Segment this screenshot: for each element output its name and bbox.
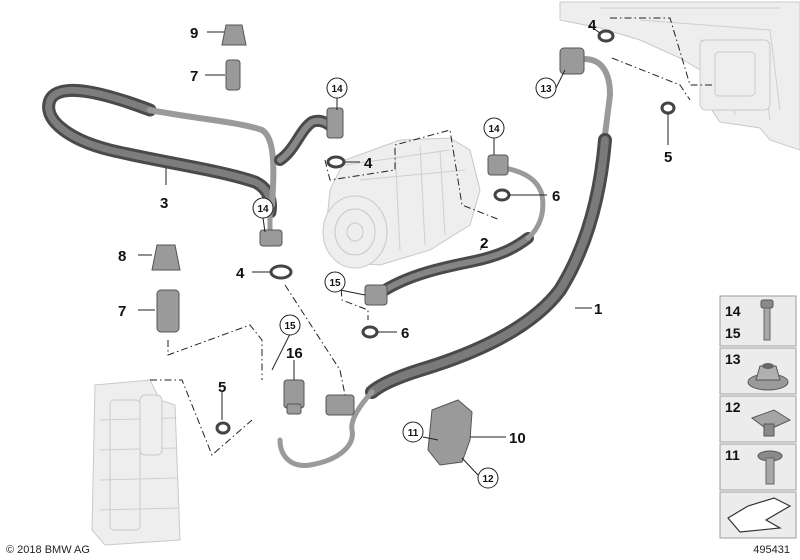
svg-text:12: 12 [482, 474, 494, 485]
callout-6-lower: 6 [401, 325, 409, 342]
hose-3 [42, 83, 344, 247]
callout-14-left: 14 [252, 197, 274, 219]
legend-label-11: 11 [725, 447, 740, 463]
callout-1: 1 [594, 301, 602, 318]
svg-text:15: 15 [284, 321, 296, 332]
callout-14-top: 14 [326, 77, 348, 99]
hose-1 [277, 47, 613, 468]
svg-text:14: 14 [488, 124, 500, 135]
callout-13: 13 [535, 77, 557, 99]
callout-4-lower: 4 [236, 265, 245, 282]
clip-nut-icon [750, 409, 792, 437]
callout-15-lower: 15 [279, 314, 301, 336]
callout-5-left: 5 [218, 379, 226, 396]
svg-text:14: 14 [331, 84, 343, 95]
cap-9 [221, 24, 247, 46]
condenser-ghost [91, 379, 181, 546]
copyright-text: © 2018 BMW AG [6, 544, 90, 556]
callout-7-bottom: 7 [118, 303, 126, 320]
callout-15-mid: 15 [324, 271, 346, 293]
callout-7-top: 7 [190, 68, 198, 85]
direction-arrow-icon [727, 497, 792, 533]
compressor-ghost [322, 137, 481, 269]
flange-nut-icon [747, 363, 789, 391]
callout-10: 10 [509, 430, 526, 447]
diagram-number: 495431 [753, 544, 790, 556]
legend-label-12: 12 [725, 399, 741, 415]
o-ring-4-top [597, 29, 615, 43]
callout-2: 2 [480, 235, 488, 252]
fastener-legend: 14 15 13 12 11 [719, 295, 797, 539]
bracket-10 [427, 399, 473, 466]
svg-text:13: 13 [540, 84, 552, 95]
o-ring-6-upper [493, 188, 511, 202]
svg-text:11: 11 [408, 428, 419, 439]
legend-row-bolt [719, 295, 797, 347]
bolt-icon [760, 299, 774, 341]
leader-lines [138, 24, 669, 476]
legend-label-14: 14 [725, 303, 741, 319]
o-ring-5-left [215, 421, 231, 435]
cap-8 [151, 244, 181, 271]
callout-4-top: 4 [588, 17, 597, 34]
callout-5-right: 5 [664, 149, 672, 166]
screw-icon [757, 450, 783, 485]
o-ring-4-lower [269, 264, 293, 280]
callout-16: 16 [286, 345, 303, 362]
valve-7-top [225, 59, 241, 91]
callout-14-right: 14 [483, 117, 505, 139]
o-ring-5-right [660, 101, 676, 115]
legend-label-15: 15 [725, 325, 741, 341]
legend-row-screw [719, 443, 797, 491]
callout-3: 3 [160, 195, 168, 212]
callout-11: 11 [402, 421, 424, 443]
svg-text:14: 14 [257, 204, 269, 215]
svg-text:15: 15 [329, 278, 341, 289]
pressure-sensor-16 [283, 379, 305, 415]
callout-6-upper: 6 [552, 188, 560, 205]
hvac-housing-ghost [559, 1, 800, 151]
callout-8: 8 [118, 248, 126, 265]
callout-9: 9 [190, 25, 198, 42]
callout-12: 12 [477, 467, 499, 489]
o-ring-4-mid [326, 155, 346, 169]
legend-label-13: 13 [725, 351, 741, 367]
valve-7-bottom [156, 289, 180, 333]
assembly-lines [150, 17, 715, 456]
callout-4-mid: 4 [364, 155, 373, 172]
o-ring-6-lower [361, 325, 379, 339]
